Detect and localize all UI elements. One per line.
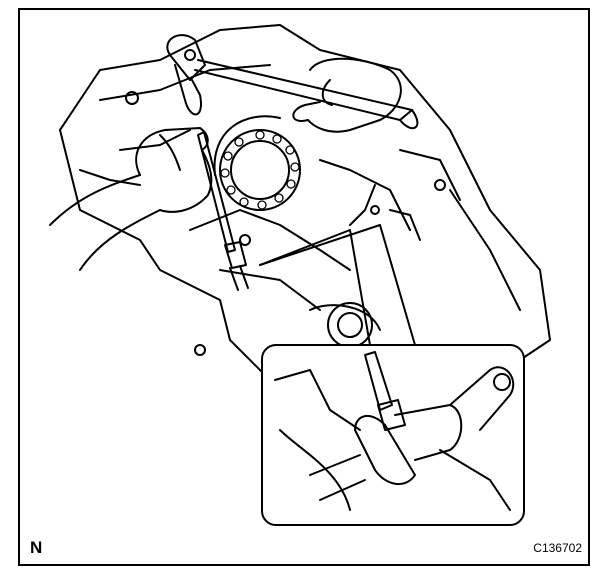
- hand-icon: [49, 57, 402, 271]
- service-illustration: [49, 24, 551, 526]
- bearing-icon: [213, 115, 301, 211]
- detail-inset: [261, 344, 525, 526]
- callout-lines: [259, 224, 416, 346]
- hammer-icon: [166, 34, 419, 130]
- punch-tool-icon: [197, 131, 249, 291]
- orientation-mark: N: [30, 538, 43, 557]
- figure-code: C136702: [533, 541, 582, 555]
- figure-frame: [18, 8, 590, 566]
